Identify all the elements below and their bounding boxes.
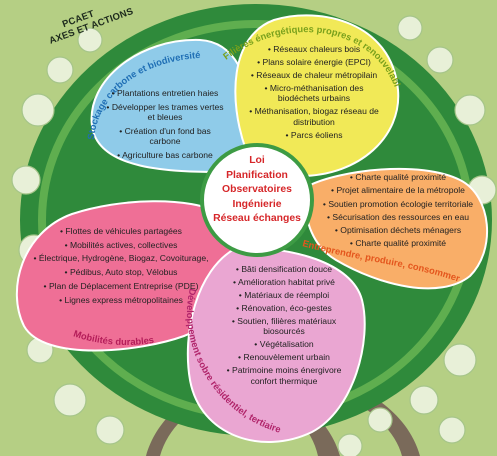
center-item: Ingénierie [232, 198, 282, 210]
center-item: Réseau échanges [213, 213, 301, 225]
petal-list-orange: Charte qualité proximité Projet alimenta… [314, 172, 482, 252]
list-item: Végétalisation [218, 339, 350, 349]
list-item: Soutien, filières matériaux biosourcés [218, 316, 350, 337]
list-item: Micro-méthanisation des biodéchets urbai… [244, 83, 384, 104]
list-item: Charte qualité proximité [314, 238, 482, 248]
list-item: Plan de Déplacement Entreprise (PDE) [20, 281, 222, 291]
petal-list-yellow: Réseaux chaleurs bois Plans solaire éner… [244, 44, 384, 143]
list-item: Pédibus, Auto stop, Vélobus [20, 267, 222, 277]
list-item: Électrique, Hydrogène, Biogaz, Covoitura… [20, 253, 222, 263]
list-item: Projet alimentaire de la métropole [314, 185, 482, 195]
list-item: Sécurisation des ressources en eau [314, 212, 482, 222]
list-item: Mobilités actives, collectives [20, 240, 222, 250]
list-item: Matériaux de réemploi [218, 290, 350, 300]
petal-list-pink: Flottes de véhicules partagées Mobilités… [20, 226, 222, 308]
list-item: Flottes de véhicules partagées [20, 226, 222, 236]
list-item: Lignes express métropolitaines [20, 295, 222, 305]
list-item: Méthanisation, biogaz réseau de distribu… [244, 106, 384, 127]
list-item: Réseaux de chaleur métropilain [244, 70, 384, 80]
center-hub [200, 143, 314, 257]
center-item: Observatoires [222, 184, 292, 196]
petal-list-magenta: Bâti densification douce Amélioration ha… [218, 264, 350, 389]
center-item: Loi [249, 155, 265, 166]
list-item: Optimisation déchets ménagers [314, 225, 482, 235]
list-item: Renouvèlement urbain [218, 352, 350, 362]
list-item: Plans solaire énergie (EPCI) [244, 57, 384, 67]
center-list: Loi Planification Observatoires Ingénier… [205, 154, 309, 227]
list-item: Charte qualité proximité [314, 172, 482, 182]
list-item: Agriculture bas carbone [104, 150, 226, 160]
list-item: Plantations entretien haies [104, 88, 226, 98]
list-item: Patrimoine moins énergivore confort ther… [218, 365, 350, 386]
list-item: Bâti densification douce [218, 264, 350, 274]
list-item: Soutien promotion écologie territoriale [314, 199, 482, 209]
list-item: Développer les trames vertes et bleues [104, 102, 226, 123]
list-item: Création d'un fond bas carbone [104, 126, 226, 147]
list-item: Amélioration habitat privé [218, 277, 350, 287]
petal-list-blue: Plantations entretien haies Développer l… [104, 88, 226, 163]
list-item: Réseaux chaleurs bois [244, 44, 384, 54]
list-item: Rénovation, éco-gestes [218, 303, 350, 313]
list-item: Parcs éoliens [244, 130, 384, 140]
center-item: Planification [226, 169, 288, 181]
